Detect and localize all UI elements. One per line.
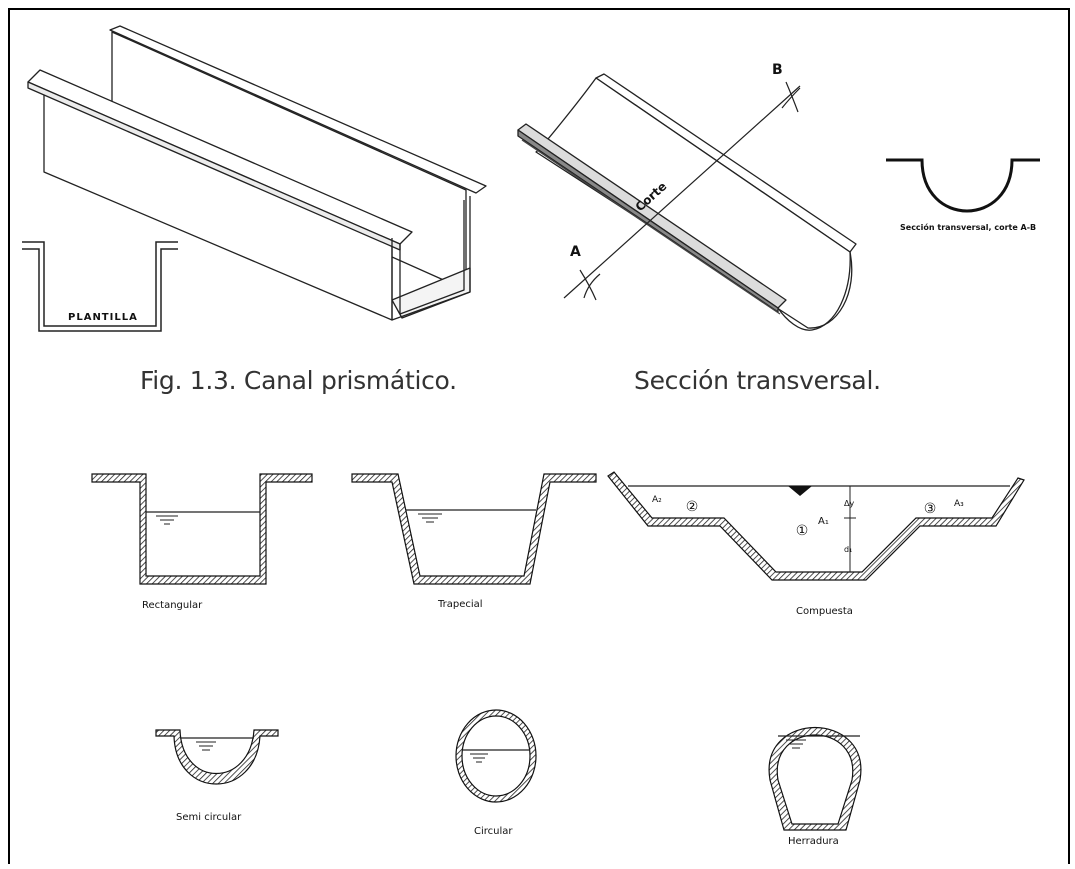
trapezoidal-section	[351, 473, 597, 585]
prismatic-channel-drawing	[27, 25, 487, 321]
compound-area-2: A₂	[652, 495, 662, 505]
prismatic-cross-section	[22, 241, 178, 332]
label-compuesta: Compuesta	[796, 606, 853, 617]
plantilla-label: PLANTILLA	[68, 312, 138, 323]
section-ab-profile	[886, 158, 1040, 213]
label-rectangular: Rectangular	[142, 600, 203, 611]
cut-line	[563, 81, 801, 301]
semicircular-section	[155, 729, 279, 785]
compound-dim-top: Δy	[844, 499, 854, 508]
compound-area-3: A₃	[954, 499, 964, 509]
compound-zone-3: ③	[924, 501, 937, 517]
label-circular: Circular	[474, 826, 513, 837]
water-level-symbol	[470, 753, 488, 763]
label-semicircular: Semi circular	[176, 812, 242, 823]
compound-section	[607, 471, 1025, 581]
compound-area-1: A₁	[818, 516, 829, 527]
compound-zone-2: ②	[686, 499, 699, 515]
point-b-label: B	[772, 62, 783, 78]
label-herradura: Herradura	[788, 836, 839, 847]
point-a-label: A	[570, 244, 581, 260]
compound-dim-bottom: d₁	[844, 545, 852, 554]
caption-cross-section: Sección transversal.	[634, 366, 881, 395]
water-level-symbol	[786, 739, 806, 749]
water-level-symbol	[196, 741, 216, 751]
water-level-symbol	[418, 513, 442, 523]
circular-section	[455, 709, 537, 803]
section-ab-label: Sección transversal, corte A-B	[900, 222, 1036, 232]
compound-zone-1: ①	[796, 523, 809, 539]
figure-frame	[8, 8, 1070, 864]
rectangular-section	[91, 473, 313, 585]
caption-prismatic-channel: Fig. 1.3. Canal prismático.	[140, 366, 457, 395]
halfpipe-channel-drawing	[517, 73, 857, 331]
horseshoe-section	[768, 727, 862, 831]
water-level-symbol	[156, 515, 178, 525]
label-trapecial: Trapecial	[438, 599, 483, 610]
